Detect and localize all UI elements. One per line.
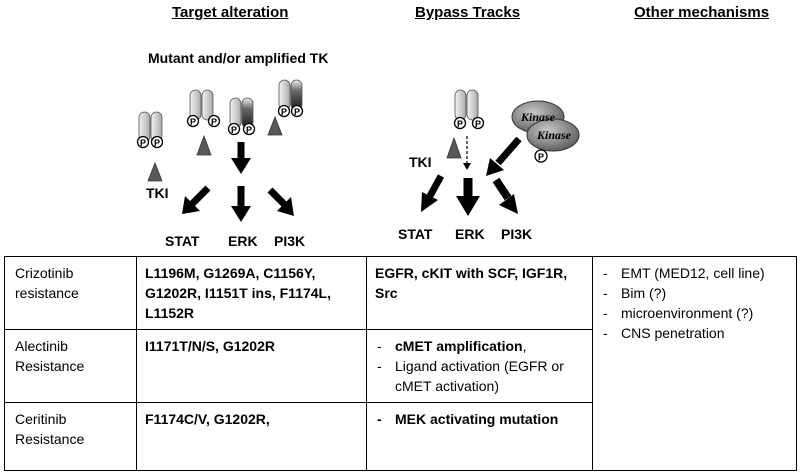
bypass-item-suffix: , (522, 338, 527, 354)
diagram-subtitle: Mutant and/or amplified TK (148, 50, 329, 66)
kinase-label-2: Kinase (536, 128, 572, 142)
bypass-cell: EGFR, cKIT with SCF, IGF1R, Src (366, 256, 593, 330)
tki-triangle-2 (196, 134, 212, 156)
mutations-cell: F1174C/V, G1202R, (136, 402, 367, 471)
arrow-bypass-to-erk (456, 178, 480, 216)
pi3k-label-left: PI3K (274, 233, 306, 249)
kinase-label-1: Kinase (520, 110, 556, 124)
tki-triangle-bypass (446, 136, 462, 159)
bypass-list: MEK activating mutation (375, 409, 584, 429)
svg-text:P: P (457, 119, 463, 129)
arrow-to-erk-2 (231, 186, 251, 222)
table-row: Crizotinib resistance L1196M, G1269A, C1… (4, 256, 797, 471)
drug-name: Crizotinib (15, 265, 74, 281)
drug-name: Alectinib (15, 338, 68, 354)
drug-name: Ceritinib (15, 411, 67, 427)
arrow-to-erk (231, 142, 251, 174)
svg-text:P: P (154, 138, 160, 148)
dashed-arrow (463, 136, 471, 170)
arrow-to-stat (182, 185, 211, 214)
resistance-table: Crizotinib resistance L1196M, G1269A, C1… (4, 256, 797, 471)
table-row: Alectinib Resistance I1171T/N/S, G1202R … (4, 329, 797, 403)
mutations-cell: L1196M, G1269A, C1156Y, G1202R, I1151T i… (136, 256, 367, 330)
list-item: Ligand activation (EGFR or cMET activati… (375, 356, 584, 396)
svg-text:P: P (140, 138, 146, 148)
mutations-cell: I1171T/N/S, G1202R (136, 329, 367, 403)
arrow-bypass-to-pi3k (492, 177, 518, 214)
receptor-dimer-mutant-1: P P (227, 97, 256, 136)
header-target-alteration: Target alteration (172, 4, 289, 21)
drug-cell: Alectinib Resistance (4, 329, 137, 403)
erk-label-right: ERK (455, 226, 485, 242)
drug-resistance-label: resistance (15, 285, 79, 301)
arrow-to-pi3k (267, 187, 294, 216)
tki-triangle-1 (147, 161, 163, 182)
svg-text:P: P (475, 119, 481, 129)
drug-resistance-label: Resistance (15, 358, 85, 374)
header-other-mechanisms: Other mechanisms (634, 4, 770, 21)
list-item: Bim (?) (601, 283, 788, 303)
svg-text:P: P (294, 107, 300, 117)
receptor-dimer-1: P P (136, 111, 164, 149)
svg-text:P: P (281, 107, 287, 117)
svg-text:P: P (538, 152, 544, 162)
bypass-cell: MEK activating mutation (366, 402, 593, 471)
signaling-diagram: P P P P P P P P (136, 79, 580, 222)
list-item: cMET amplification, (375, 336, 584, 356)
list-item: MEK activating mutation (375, 409, 584, 429)
bypass-list: cMET amplification, Ligand activation (E… (375, 336, 584, 396)
svg-text:P: P (231, 125, 237, 135)
drug-cell: Ceritinib Resistance (4, 402, 137, 471)
svg-text:P: P (246, 125, 252, 135)
receptor-dimer-mutant-2: P P (277, 79, 304, 118)
drug-cell: Crizotinib resistance (4, 256, 137, 330)
other-mechanisms-cell: EMT (MED12, cell line) Bim (?) microenvi… (592, 256, 797, 471)
arrow-kinase-to-erk (486, 136, 522, 176)
list-item: CNS penetration (601, 323, 788, 343)
stat-label-right: STAT (398, 226, 433, 242)
tki-label-right: TKI (409, 154, 432, 170)
bypass-cell: cMET amplification, Ligand activation (E… (366, 329, 593, 403)
list-item: EMT (MED12, cell line) (601, 263, 788, 283)
bypass-item-text: cMET amplification (395, 338, 523, 354)
kinase-blob-2 (526, 118, 580, 152)
receptor-dimer-2: P P (186, 89, 221, 128)
header-bypass-tracks: Bypass Tracks (415, 4, 521, 21)
kinase-phospho: P (534, 149, 548, 163)
other-mechanisms-list: EMT (MED12, cell line) Bim (?) microenvi… (601, 263, 788, 343)
receptor-dimer-bypass: P P (453, 89, 485, 130)
stat-label-left: STAT (165, 233, 200, 249)
pi3k-label-right: PI3K (501, 226, 533, 242)
list-item: microenvironment (?) (601, 303, 788, 323)
tki-label-left: TKI (146, 185, 169, 201)
arrow-bypass-to-stat (421, 174, 445, 212)
drug-resistance-label: Resistance (15, 431, 85, 447)
svg-text:P: P (211, 117, 217, 127)
svg-text:P: P (190, 117, 196, 127)
table-row: Ceritinib Resistance F1174C/V, G1202R, M… (4, 402, 797, 471)
erk-label-left: ERK (228, 233, 258, 249)
tki-triangle-3 (267, 115, 283, 136)
